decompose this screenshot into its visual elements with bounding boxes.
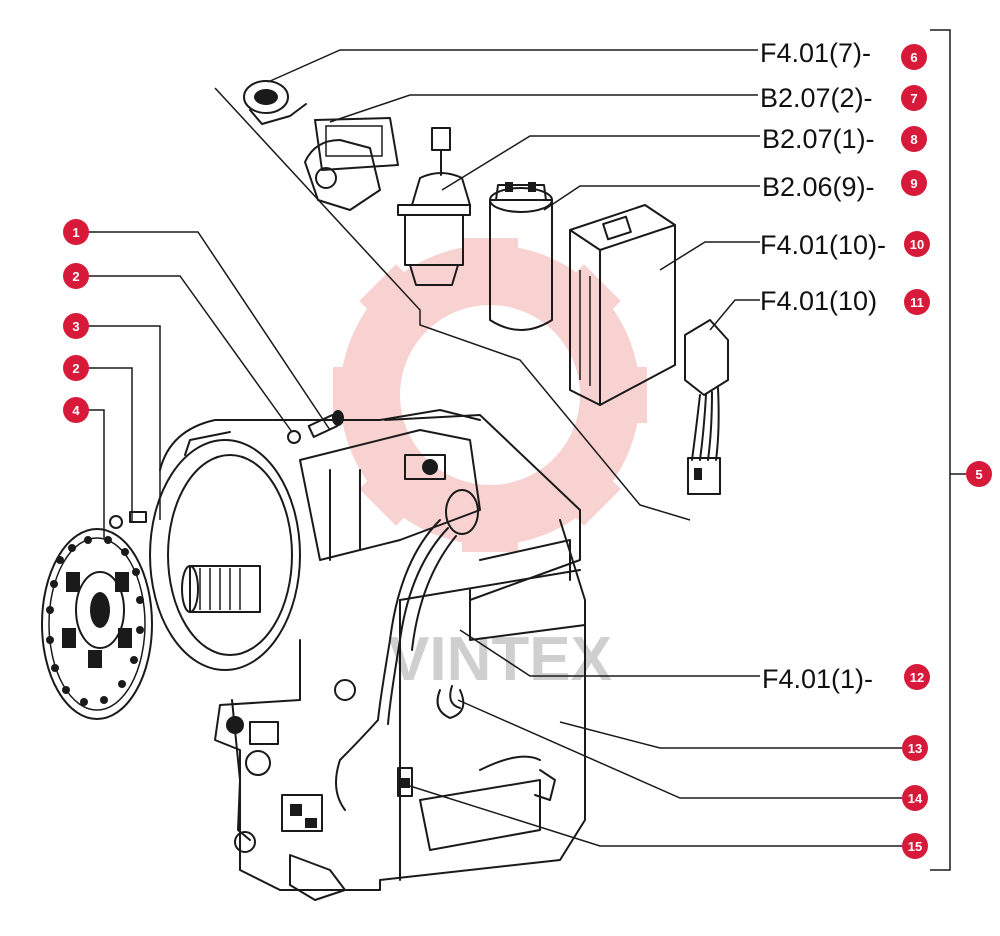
callout-badge-8: 8: [901, 126, 927, 152]
svg-text:12: 12: [910, 670, 924, 685]
callout-badge-5: 5: [966, 461, 992, 487]
ref-label-8: B2.07(1)-: [762, 124, 875, 154]
callout-badge-9: 9: [901, 170, 927, 196]
svg-text:8: 8: [910, 132, 917, 147]
callout-badge-7: 7: [901, 85, 927, 111]
callout-badge-4: 4: [63, 397, 89, 423]
reference-labels: F4.01(7)- B2.07(2)- B2.07(1)- B2.06(9)- …: [760, 38, 886, 694]
ref-label-10: F4.01(10)-: [760, 230, 886, 260]
clutch-disc-drawing: [41, 528, 153, 720]
callout-badges: 1 2 3 2 4 5 6 7: [63, 44, 992, 859]
svg-text:3: 3: [72, 319, 79, 334]
svg-text:4: 4: [72, 403, 80, 418]
svg-text:15: 15: [908, 839, 922, 854]
svg-text:6: 6: [910, 50, 917, 65]
leader-lines: [88, 49, 902, 847]
svg-text:14: 14: [908, 791, 923, 806]
ref-label-11: F4.01(10): [760, 286, 877, 316]
ref-label-9: B2.06(9)-: [762, 172, 875, 202]
callout-badge-11: 11: [904, 289, 930, 315]
svg-text:2: 2: [72, 361, 79, 376]
callout-badge-10: 10: [904, 231, 930, 257]
group-bracket: [930, 29, 951, 871]
svg-text:5: 5: [975, 467, 982, 482]
svg-text:1: 1: [72, 225, 79, 240]
sensor-part-drawing: [243, 80, 307, 125]
callout-badge-1: 1: [63, 219, 89, 245]
relay-part-drawing: [684, 319, 729, 495]
transmission-housing-drawing: [149, 409, 586, 901]
svg-text:13: 13: [908, 741, 922, 756]
callout-badge-3: 3: [63, 313, 89, 339]
svg-text:7: 7: [910, 91, 917, 106]
svg-text:10: 10: [910, 237, 924, 252]
filter-part-drawing: [489, 182, 553, 331]
callout-badge-13: 13: [902, 735, 928, 761]
callout-badge-14: 14: [902, 785, 928, 811]
control-unit-drawing: [569, 204, 676, 406]
bolt-parts-drawing: [109, 410, 344, 529]
svg-text:9: 9: [910, 176, 917, 191]
callout-badge-2b: 2: [63, 355, 89, 381]
callout-badge-12: 12: [904, 664, 930, 690]
ref-label-7: B2.07(2)-: [760, 83, 873, 113]
svg-text:2: 2: [72, 269, 79, 284]
svg-text:11: 11: [910, 295, 924, 310]
ref-label-6: F4.01(7)-: [760, 38, 871, 68]
callout-badge-15: 15: [902, 833, 928, 859]
callout-badge-6: 6: [901, 44, 927, 70]
joystick-part-drawing: [397, 127, 471, 286]
callout-badge-2: 2: [63, 263, 89, 289]
switch-part-drawing: [304, 117, 399, 211]
ref-label-12: F4.01(1)-: [762, 664, 873, 694]
